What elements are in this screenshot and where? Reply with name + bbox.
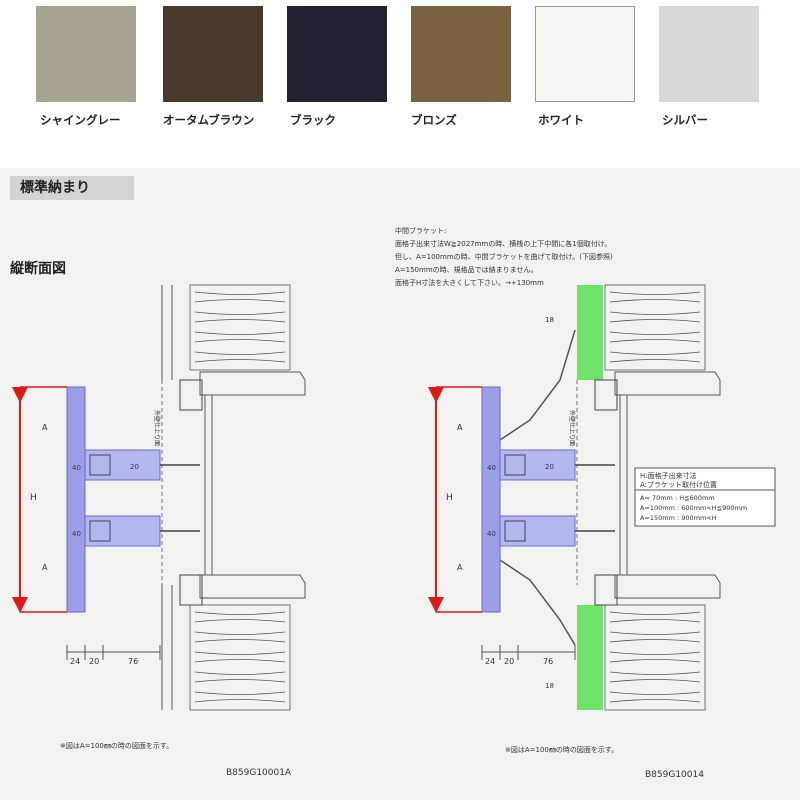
dimension-a-upper-right: A: [457, 423, 463, 432]
note-right: ※図はA=100㎜の時の図面を示す。: [505, 746, 618, 754]
color-swatch-black: [287, 6, 387, 102]
color-swatch-white: [535, 6, 635, 102]
dimension-h-left: H: [30, 493, 37, 503]
window-sill-left: [199, 574, 306, 599]
drawing-subtitle: 縦断面図: [10, 261, 66, 277]
bracket-note-0: 中間ブラケット:: [395, 226, 446, 235]
dimension-18-top-right: 18: [545, 316, 554, 324]
dimension-24-right: 24: [485, 657, 495, 666]
intermediate-bracket-bottom: [499, 559, 576, 646]
drawing-code-right: B859G10014: [645, 770, 704, 780]
dimension-76-left: 76: [128, 657, 138, 666]
color-label-bronze: ブロンズ: [411, 113, 457, 127]
window-header-left: [199, 371, 306, 396]
drawing-code-left: B859G10001A: [226, 768, 292, 778]
bracket-note-4: 面格子H寸法を大きくして下さい。→+130mm: [395, 278, 544, 287]
note-left: ※図はA=100㎜の時の図面を示す。: [60, 742, 173, 750]
color-label-black: ブラック: [290, 113, 336, 127]
dimension-24-left: 24: [70, 657, 80, 666]
color-swatch-shine-gray: [36, 6, 136, 102]
table-row-0: A= 70mm : H≦600mm: [640, 494, 715, 502]
color-label-silver: シルバー: [662, 113, 708, 127]
color-swatch-silver: [659, 6, 759, 102]
dimension-h-right: H: [446, 493, 453, 503]
dimension-76-right: 76: [543, 657, 553, 666]
section-title: 標準納まり: [10, 176, 134, 200]
table-title-2: A:ブラケット取付け位置: [640, 480, 717, 489]
insulation-top-left: [189, 284, 291, 371]
wall-finish-label-right: 外壁仕上り面: [568, 410, 576, 446]
table-row-2: A=150mm : 900mm<H: [640, 514, 717, 522]
dimension-20-right: 20: [545, 463, 554, 471]
color-label-white: ホワイト: [538, 113, 584, 127]
bracket-note-3: A=150mmの時、規格品では納まりません。: [395, 265, 537, 274]
table-row-1: A=100mm : 600mm<H≦900mm: [640, 504, 747, 512]
bracket-note-1: 面格子出来寸法W≧2027mmの時、横桟の上下中間に各1個取付け。: [395, 239, 611, 248]
dimension-table: [634, 467, 776, 527]
grille-frame-right: [481, 386, 501, 613]
wall-finish-label-left: 外壁仕上り面: [153, 410, 161, 446]
dimension-20-left: 20: [130, 463, 139, 471]
dimension-40-upper-left: 40: [72, 464, 81, 472]
dimension-18-bottom-right: 18: [545, 682, 554, 690]
table-title-1: H:面格子出来寸法: [640, 471, 697, 480]
dimension-40-lower-right: 40: [487, 530, 496, 538]
insulation-bottom-left: [189, 604, 291, 711]
dimension-20b-right: 20: [504, 657, 514, 666]
dimension-40-lower-left: 40: [72, 530, 81, 538]
color-swatch-autumn-brown: [163, 6, 263, 102]
grille-frame-left: [66, 386, 86, 613]
dimension-a-lower-right: A: [457, 563, 463, 572]
wall-strip-top-right: [577, 285, 603, 380]
wall-strip-bottom-right: [577, 605, 603, 710]
color-swatch-bronze: [411, 6, 511, 102]
dimension-a-upper-left: A: [42, 423, 48, 432]
right-section-drawing: 中間ブラケット: 面格子出来寸法W≧2027mmの時、横桟の上下中間に各1個取付…: [395, 226, 776, 780]
color-label-autumn-brown: オータムブラウン: [163, 113, 255, 127]
intermediate-bracket-top: [499, 329, 576, 441]
dimension-40-upper-right: 40: [487, 464, 496, 472]
dimension-20b-left: 20: [89, 657, 99, 666]
color-label-shine-gray: シャイングレー: [40, 113, 121, 127]
left-section-drawing: H A A 40 40 20 外壁仕上り面 24 20 76 ※図はA=100㎜…: [12, 284, 306, 778]
bracket-note-2: 但し、A=100mmの時、中間ブラケットを曲げて取付け。(下図参照): [395, 252, 613, 261]
dimension-a-lower-left: A: [42, 563, 48, 572]
